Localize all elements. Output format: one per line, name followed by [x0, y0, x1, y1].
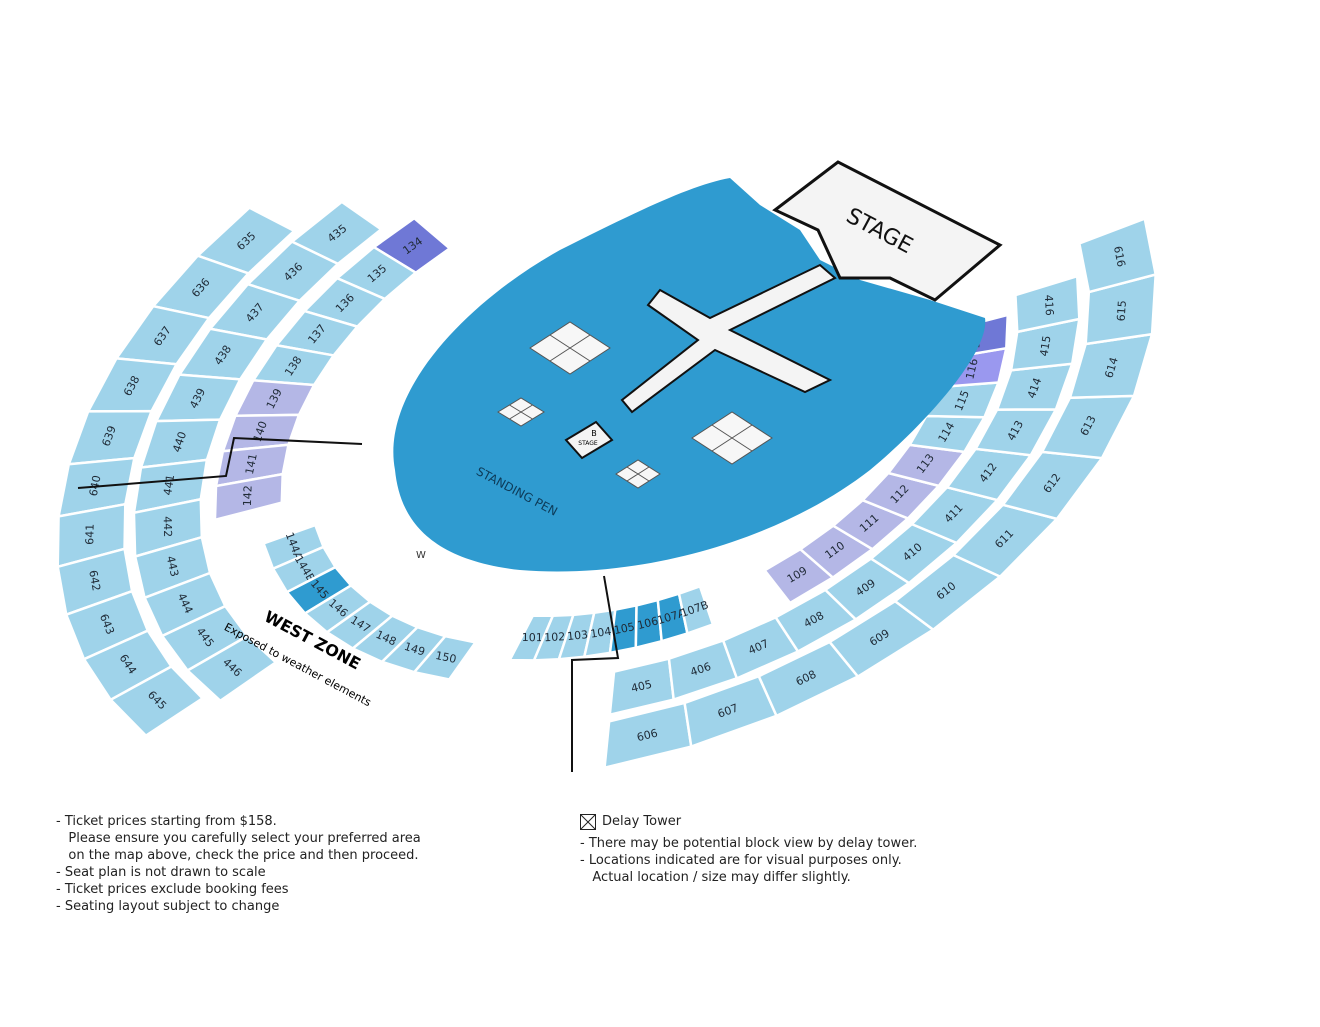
section-416[interactable]: 416 [1014, 274, 1081, 334]
standing-pen[interactable] [393, 178, 986, 572]
section-label: 150 [434, 649, 457, 666]
section-label: 642 [86, 569, 102, 592]
section-label: 606 [636, 726, 659, 744]
main-stage [772, 160, 1003, 302]
seating-map: 6356366376386396406416426436446456066076… [56, 160, 1158, 772]
section-107B[interactable]: 107B [677, 584, 715, 636]
section-616[interactable]: 616 [1077, 216, 1158, 294]
section-label: 149 [403, 640, 427, 659]
section-635[interactable]: 635 [195, 206, 297, 275]
section-shape[interactable] [677, 584, 715, 636]
section-label: 415 [1037, 335, 1053, 358]
section-139[interactable]: 139 [233, 379, 317, 418]
note-line: - Ticket prices starting from $158. [56, 814, 277, 829]
section-label: 101 [522, 631, 543, 644]
delay-tower-icon [529, 321, 611, 375]
section-405[interactable]: 405 [608, 657, 676, 717]
section-shape[interactable] [185, 634, 278, 703]
delay-tower-icon [615, 459, 661, 489]
section-label: 443 [164, 555, 181, 578]
delay-tower-icon [580, 813, 596, 830]
section-shape[interactable] [1077, 216, 1158, 294]
west-zone-boundary [571, 575, 620, 772]
section-439[interactable]: 439 [154, 373, 243, 423]
delay-tower-label: Delay Tower [602, 814, 682, 829]
section-412[interactable]: 412 [944, 447, 1034, 502]
section-label: 103 [567, 628, 589, 643]
note-line: - There may be potential block view by d… [580, 836, 918, 851]
note-line: on the map above, check the price and th… [56, 848, 419, 863]
section-639[interactable]: 639 [66, 409, 154, 466]
section-614[interactable]: 614 [1068, 332, 1154, 400]
section-606[interactable]: 606 [603, 701, 693, 770]
section-638[interactable]: 638 [86, 357, 179, 413]
runway [620, 263, 837, 414]
section-label: 641 [83, 524, 96, 545]
section-label: 440 [170, 430, 189, 454]
b-stage: B STAGE [564, 420, 614, 460]
notes-left: - Ticket prices starting from $158. Plea… [56, 813, 421, 915]
section-645[interactable]: 645 [108, 664, 205, 738]
note-line: - Seat plan is not drawn to scale [56, 865, 266, 880]
section-label: 615 [1115, 300, 1129, 322]
section-label: 616 [1111, 245, 1128, 268]
note-line: - Locations indicated are for visual pur… [580, 853, 902, 868]
section-label: 105 [613, 620, 636, 637]
section-142[interactable]: 142 [213, 472, 285, 522]
section-105[interactable]: 105 [608, 603, 638, 655]
section-shape[interactable] [213, 472, 285, 522]
section-shape[interactable] [411, 634, 478, 681]
section-label: 104 [590, 625, 613, 641]
delay-tower-legend: Delay Tower [580, 813, 917, 830]
section-label: 405 [630, 678, 653, 695]
section-shape[interactable] [108, 664, 205, 738]
note-line: - Seating layout subject to change [56, 899, 280, 914]
note-line: Please ensure you carefully select your … [56, 831, 421, 846]
section-446[interactable]: 446 [185, 634, 278, 703]
section-145[interactable]: 145 [284, 565, 353, 616]
delay-tower-icon [691, 411, 773, 465]
section-414[interactable]: 414 [995, 362, 1075, 411]
section-shape[interactable] [1014, 274, 1081, 334]
section-label: 406 [689, 660, 713, 679]
notes-right: Delay Tower - There may be potential blo… [580, 813, 917, 886]
section-445[interactable]: 445 [160, 604, 250, 673]
section-label: 614 [1102, 356, 1120, 380]
section-150[interactable]: 150 [411, 634, 478, 681]
section-607[interactable]: 607 [683, 674, 779, 749]
compass-w: W [416, 550, 426, 561]
note-line: Actual location / size may differ slight… [580, 870, 851, 885]
section-label: 416 [1042, 294, 1056, 316]
b-stage-label: STAGE [578, 440, 598, 447]
section-label: 441 [161, 474, 177, 497]
section-label: 102 [544, 630, 566, 644]
b-stage-label: B [591, 429, 597, 438]
section-label: 142 [241, 485, 255, 506]
section-436[interactable]: 436 [245, 240, 341, 303]
section-label: 106 [636, 614, 660, 632]
section-437[interactable]: 437 [207, 282, 302, 341]
note-line: - Ticket prices exclude booking fees [56, 882, 289, 897]
section-440[interactable]: 440 [139, 418, 222, 469]
delay-tower-icon [497, 397, 545, 427]
section-label: 442 [161, 516, 175, 537]
west-zone-boundary [77, 436, 363, 489]
section-label: 141 [243, 452, 260, 475]
